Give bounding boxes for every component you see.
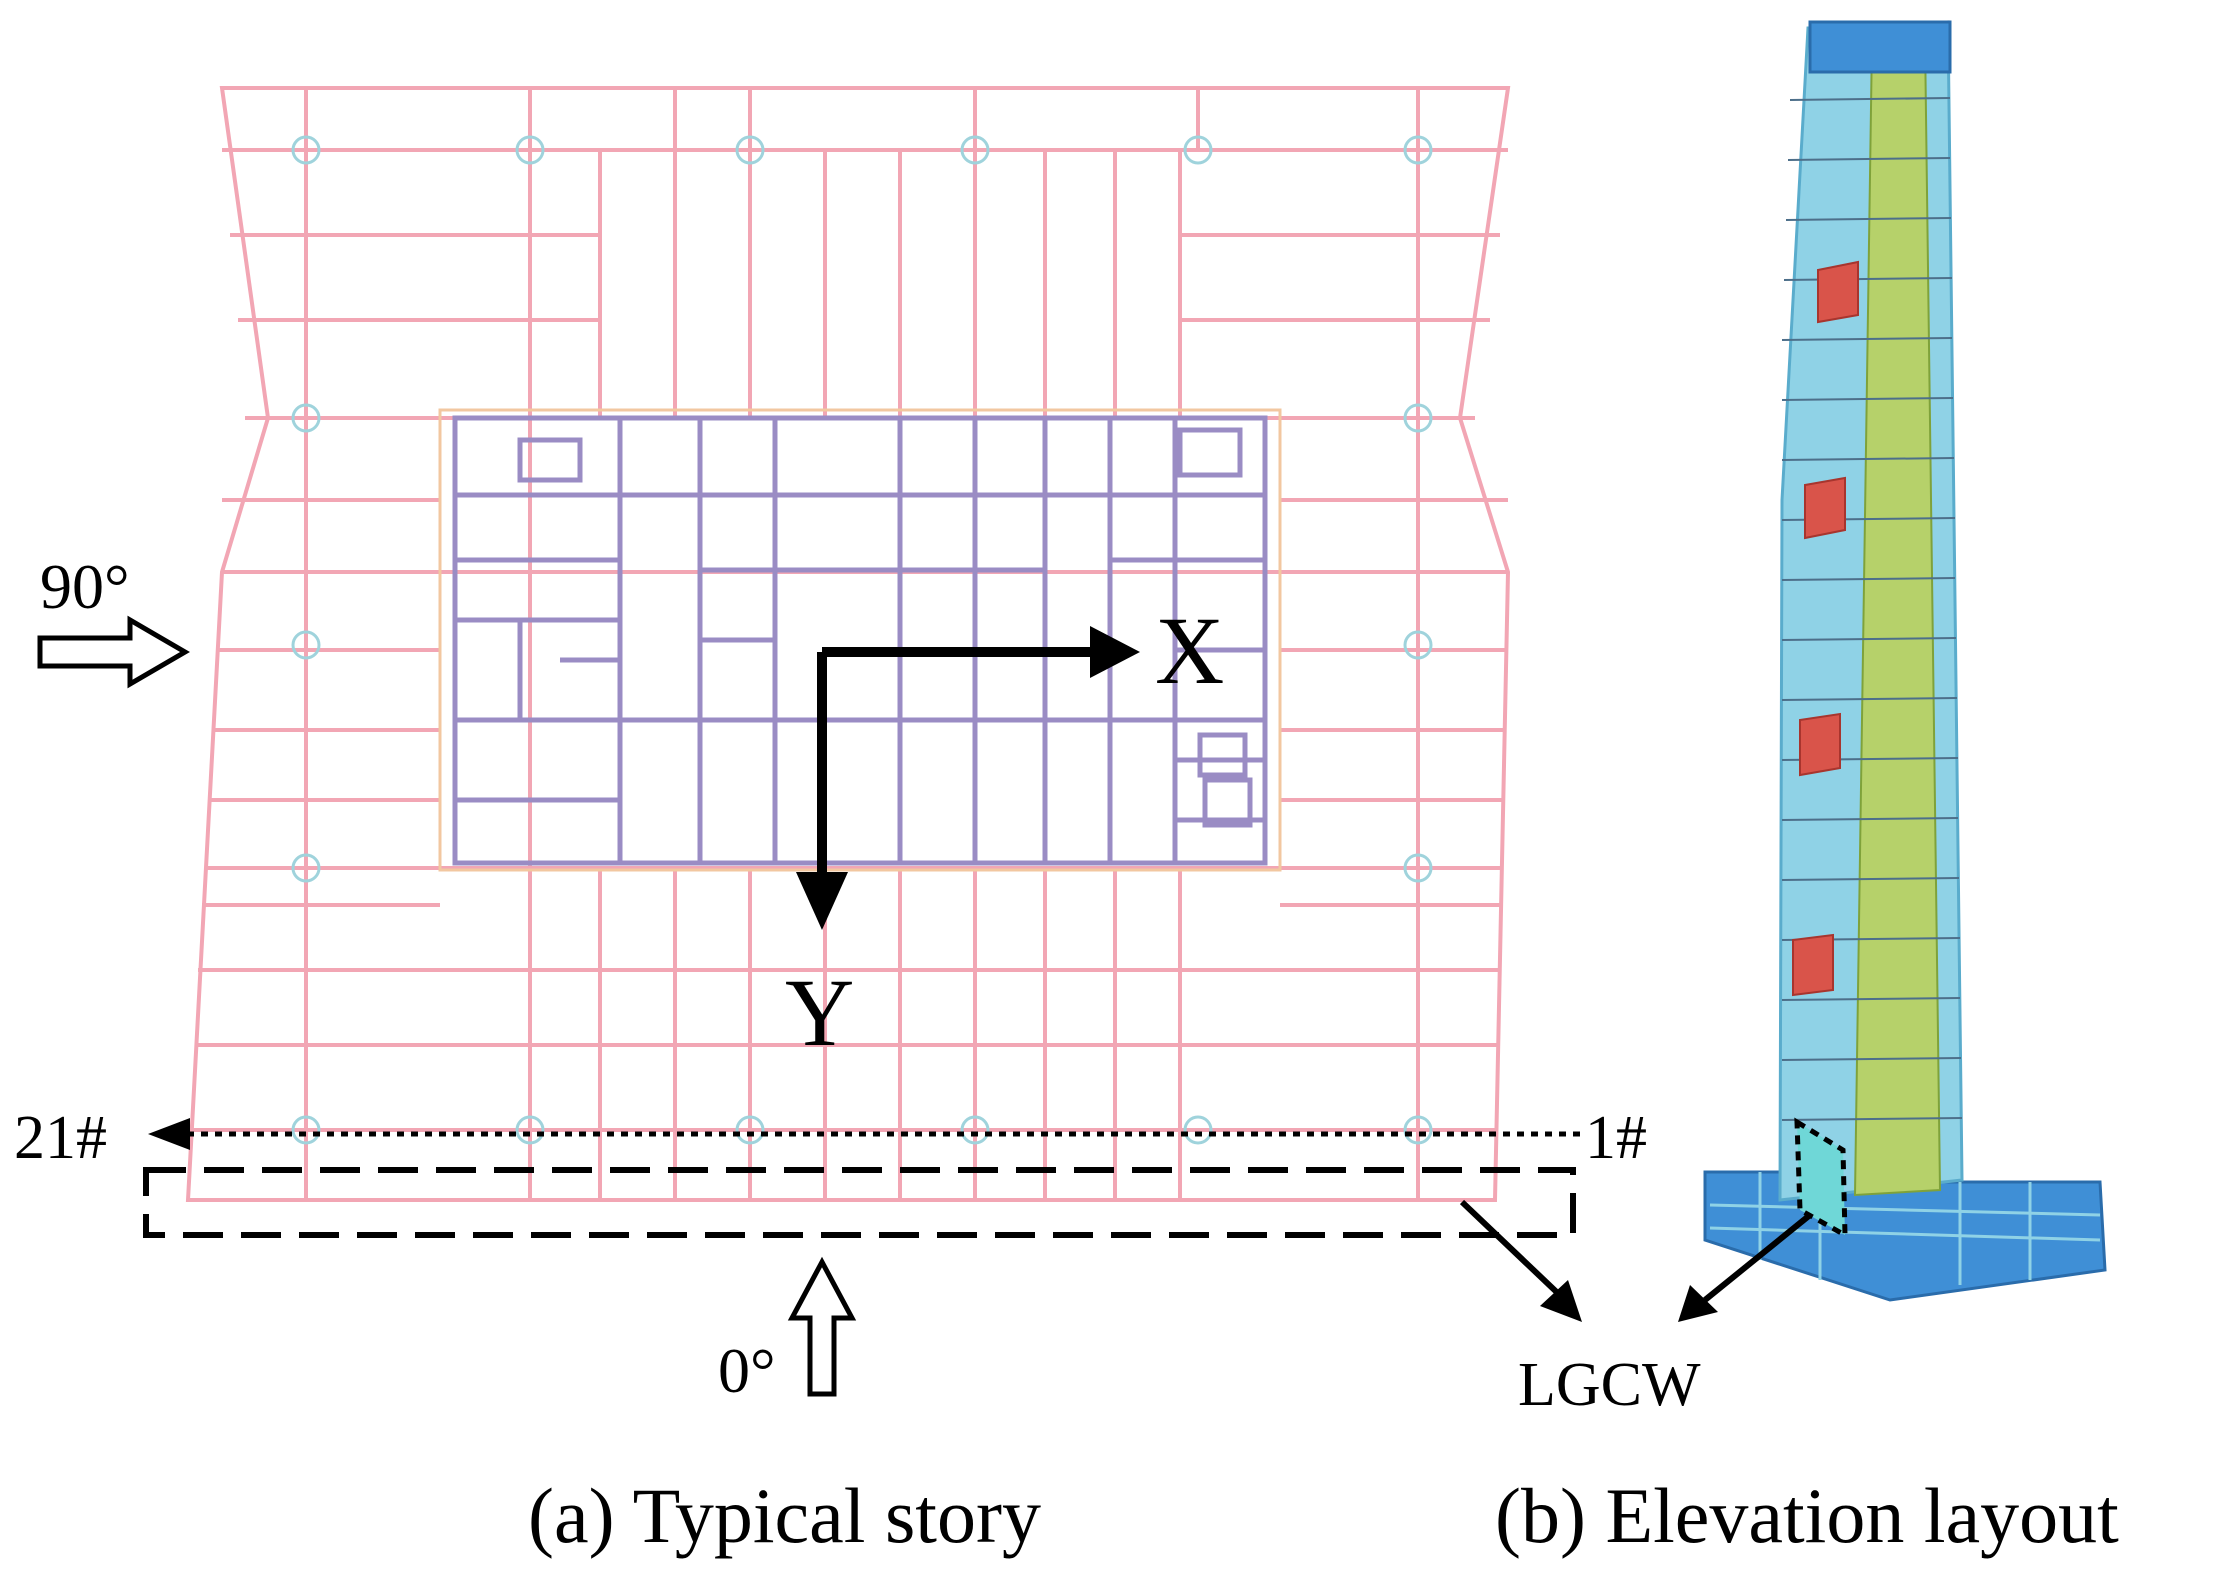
typical-story-plan: X Y 90° 0° 21# 1#: [14, 86, 1647, 1406]
wind-arrow-0: [787, 1256, 857, 1397]
coordinate-axes: [796, 626, 1140, 930]
outer-frame: [185, 86, 1511, 1202]
wind-0-label: 0°: [718, 1335, 776, 1406]
wind-arrow-90: [37, 615, 190, 689]
caption-elevation-layout: (b) Elevation layout: [1495, 1472, 2119, 1559]
axis-y-label: Y: [785, 959, 854, 1066]
tower-crown: [1808, 20, 1952, 74]
lgcw-region-box: [143, 1167, 1576, 1238]
elevation-tower: [1678, 20, 2107, 1322]
wind-90-label: 90°: [40, 551, 130, 622]
point-1-label: 1#: [1585, 1104, 1647, 1172]
lgcw-label: LGCW: [1518, 1351, 1701, 1419]
core-walls: [438, 408, 1282, 872]
measurement-line: [148, 1118, 1580, 1150]
point-21-label: 21#: [14, 1104, 107, 1172]
caption-typical-story: (a) Typical story: [528, 1472, 1041, 1559]
column-markers: [291, 135, 1433, 1145]
lgcw-pointer-left: [1459, 1199, 1582, 1322]
lgcw-tower-marker: [1794, 1117, 1848, 1240]
axis-x-label: X: [1155, 597, 1224, 704]
lgcw-pointer-right: [1678, 1212, 1812, 1322]
outrigger-trusses: [1792, 260, 1859, 997]
tower-floor-lines: [1781, 97, 1963, 1121]
